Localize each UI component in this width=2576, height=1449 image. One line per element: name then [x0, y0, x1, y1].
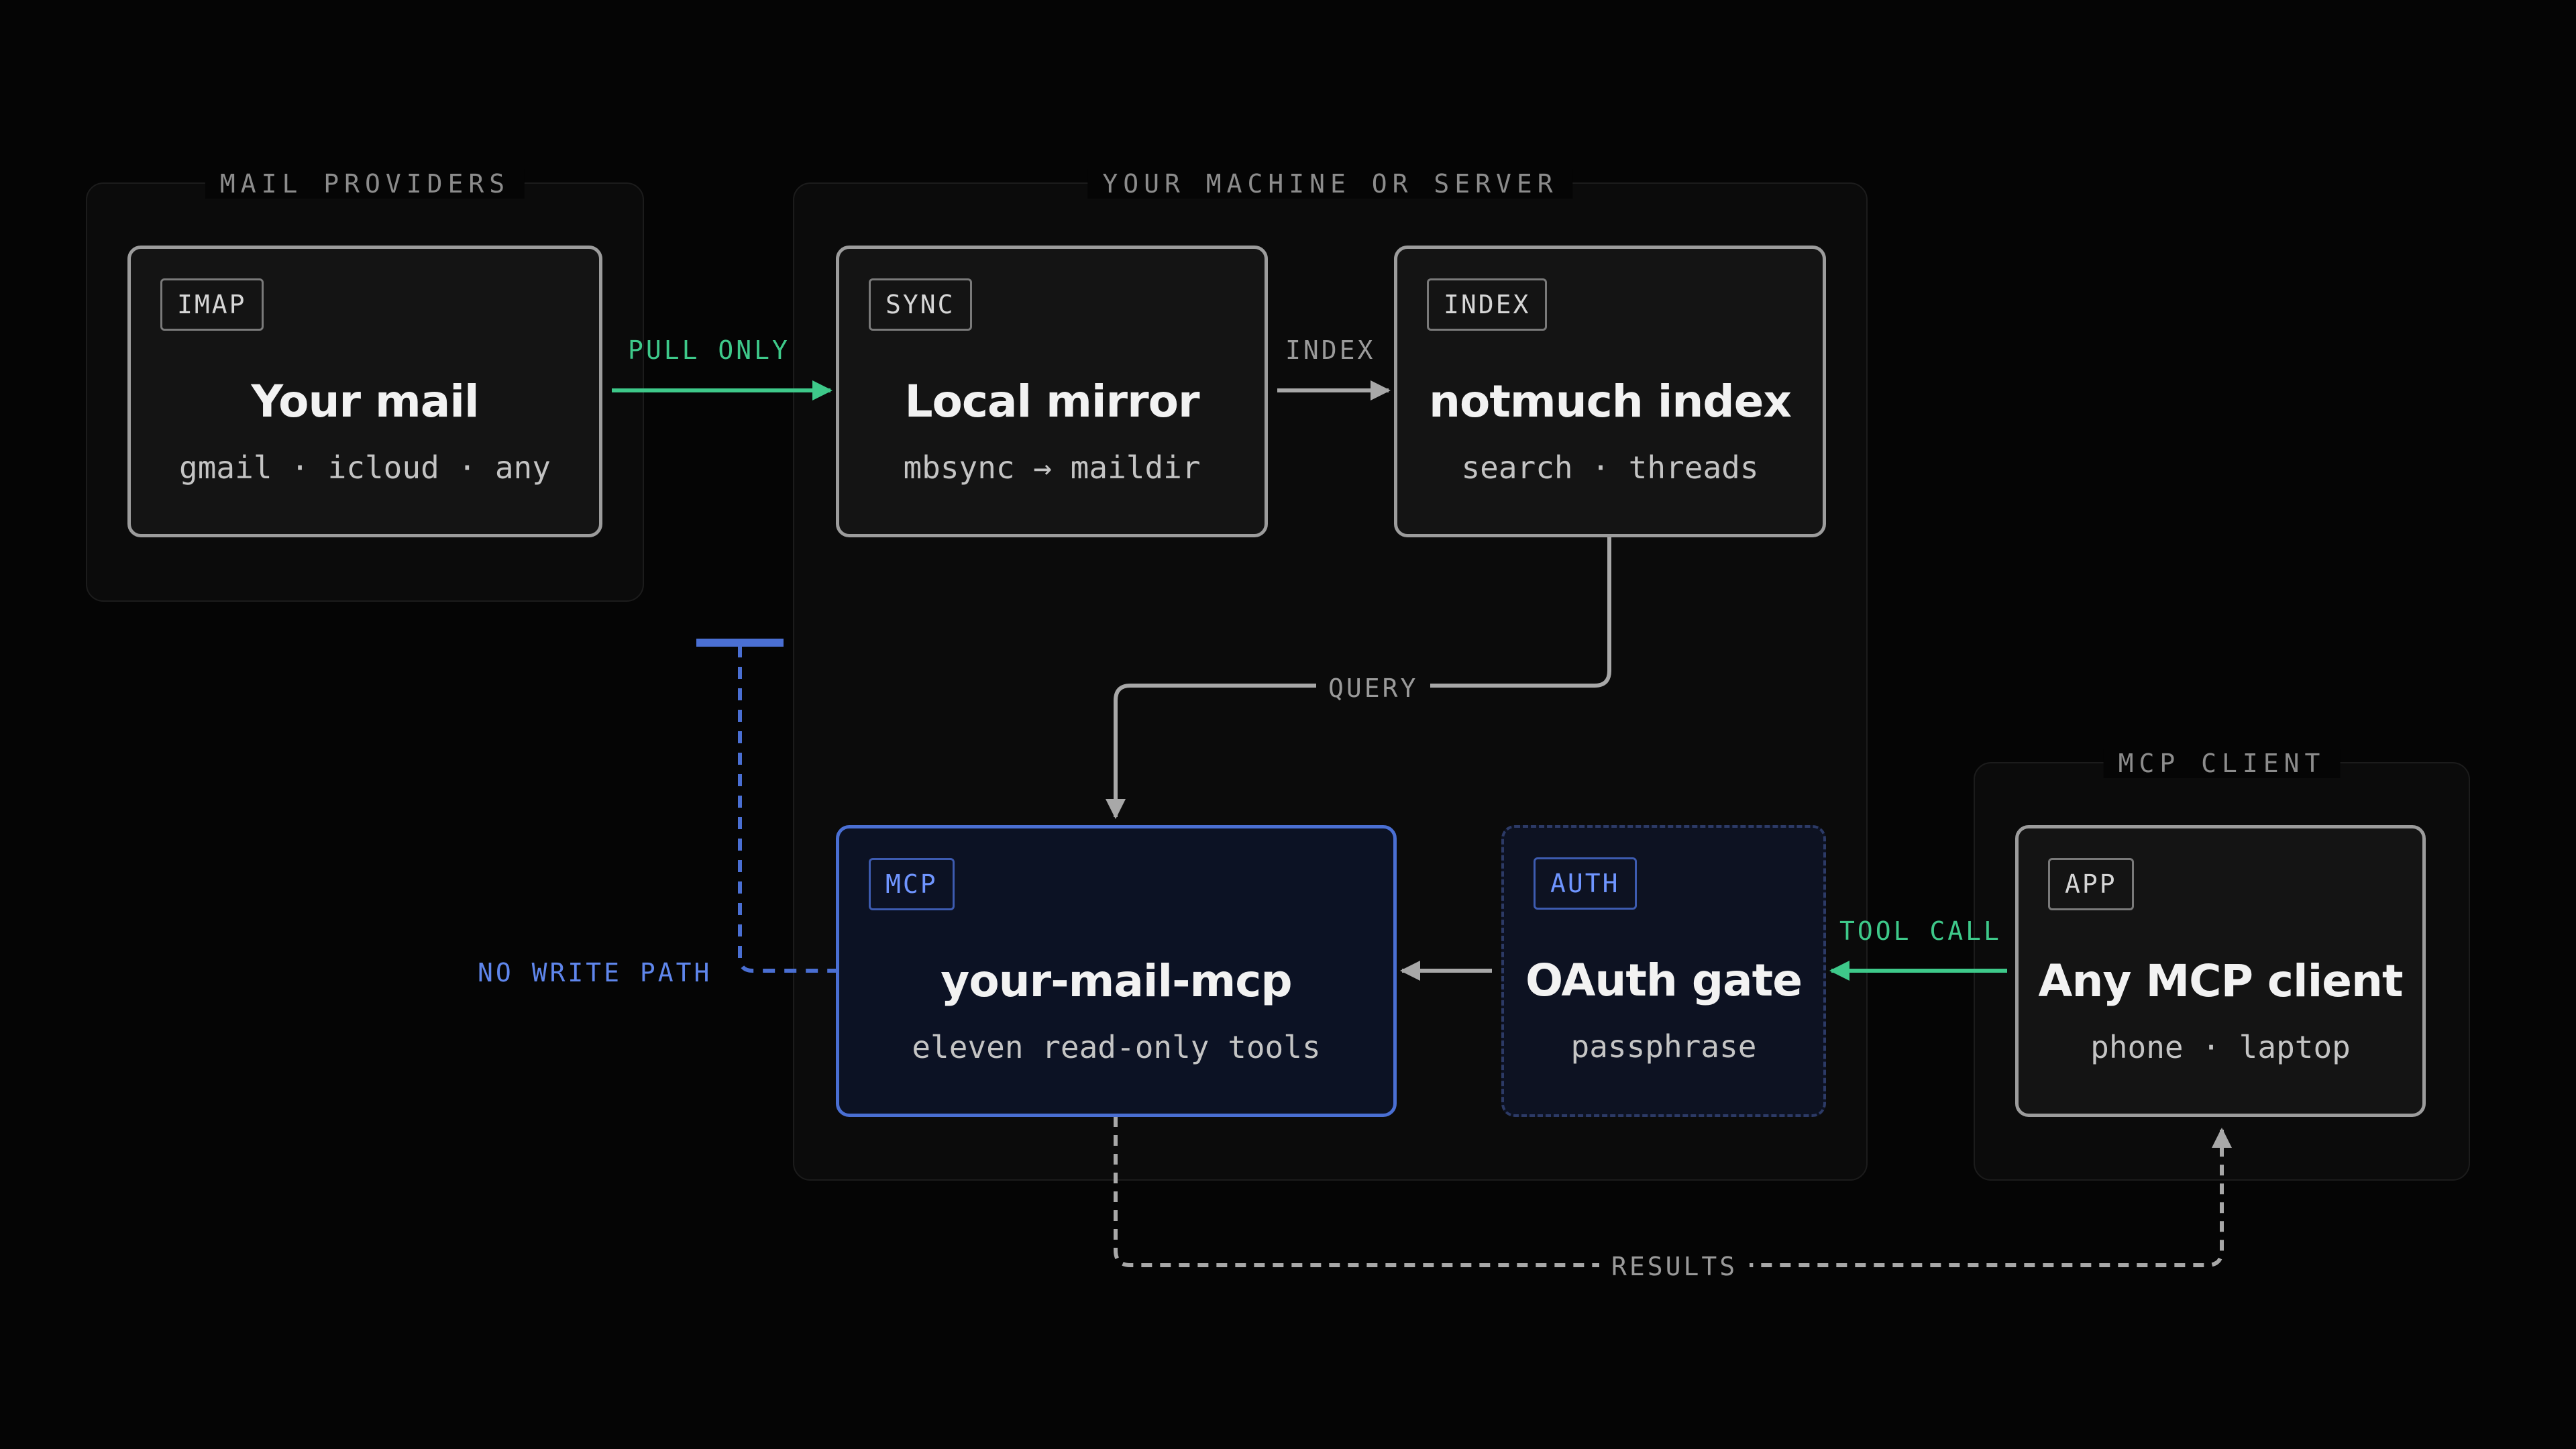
node-title-your-mail: Your mail — [251, 376, 479, 427]
node-subtitle-oauth-gate: passphrase — [1570, 1028, 1757, 1065]
node-subtitle-your-mail-mcp: eleven read-only tools — [912, 1029, 1321, 1065]
node-your-mail: IMAP Your mail gmail · icloud · any — [127, 246, 602, 537]
node-subtitle-any-mcp-client: phone · laptop — [2090, 1029, 2351, 1065]
node-notmuch-index: INDEX notmuch index search · threads — [1394, 246, 1826, 537]
node-title-local-mirror: Local mirror — [904, 376, 1199, 427]
label-no-write-path: NO WRITE PATH — [478, 958, 712, 987]
node-tag-mcp: MCP — [869, 858, 955, 910]
node-tag-index: INDEX — [1427, 278, 1548, 331]
node-tag-auth: AUTH — [1534, 857, 1637, 910]
node-subtitle-your-mail: gmail · icloud · any — [179, 449, 551, 486]
node-subtitle-local-mirror: mbsync → maildir — [903, 449, 1201, 486]
node-title-notmuch-index: notmuch index — [1429, 376, 1792, 427]
node-oauth-gate: AUTH OAuth gate passphrase — [1501, 825, 1826, 1117]
label-pull-only: PULL ONLY — [628, 335, 790, 365]
group-label-your-machine: YOUR MACHINE OR SERVER — [1087, 169, 1573, 199]
node-any-mcp-client: APP Any MCP client phone · laptop — [2015, 825, 2426, 1117]
node-subtitle-notmuch-index: search · threads — [1461, 449, 1759, 486]
node-title-any-mcp-client: Any MCP client — [2038, 955, 2403, 1007]
node-your-mail-mcp: MCP your-mail-mcp eleven read-only tools — [836, 825, 1397, 1117]
group-label-mail-providers: MAIL PROVIDERS — [205, 169, 525, 199]
edge-no-write-path — [738, 645, 836, 973]
node-local-mirror: SYNC Local mirror mbsync → maildir — [836, 246, 1268, 537]
node-title-oauth-gate: OAuth gate — [1525, 955, 1803, 1006]
node-tag-app: APP — [2048, 858, 2134, 910]
node-tag-sync: SYNC — [869, 278, 972, 331]
node-title-your-mail-mcp: your-mail-mcp — [941, 955, 1292, 1007]
label-query: QUERY — [1316, 674, 1431, 703]
label-tool-call: TOOL CALL — [1839, 916, 2002, 946]
label-index: INDEX — [1285, 335, 1376, 365]
node-tag-imap: IMAP — [160, 278, 264, 331]
edge-results — [1114, 1116, 2232, 1267]
group-label-mcp-client: MCP CLIENT — [2103, 749, 2341, 778]
label-results: RESULTS — [1599, 1252, 1750, 1281]
